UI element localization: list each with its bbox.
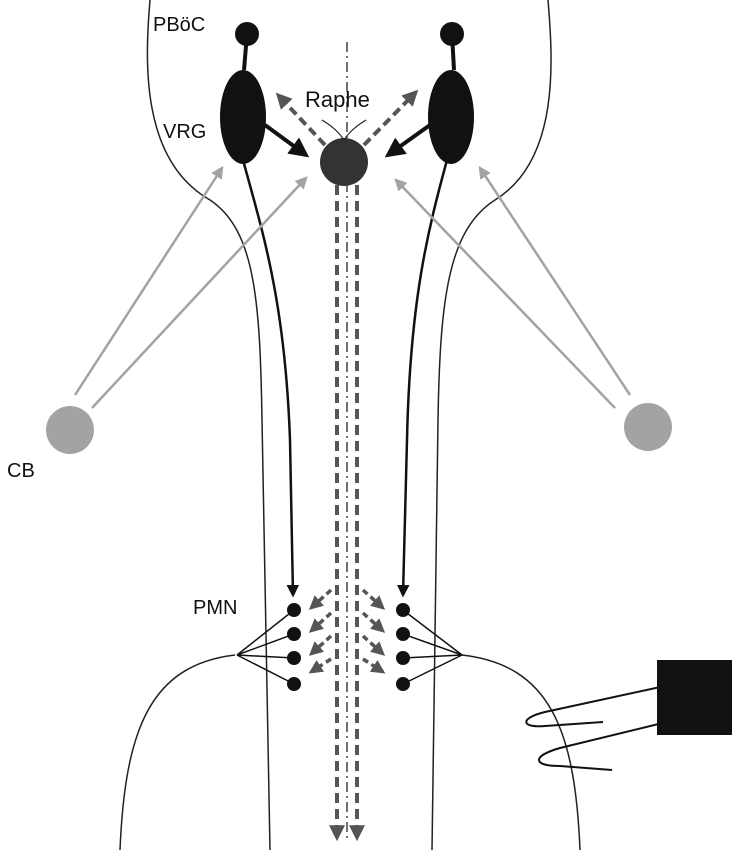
- label-pmn: PMN: [193, 597, 238, 619]
- pmn-right-pool: [396, 603, 463, 691]
- pmn-right-3: [396, 651, 410, 665]
- vrg-neuron-right: [428, 70, 474, 164]
- outline-left-gray-matter: [119, 654, 236, 850]
- raphe-to-vrg-right: [362, 89, 419, 147]
- axon-right: [397, 159, 449, 598]
- electrode-block: [657, 660, 732, 735]
- carotid-body-left: [46, 406, 94, 454]
- pmn-right-2: [396, 627, 410, 641]
- raphe-to-vrg-left: [275, 92, 327, 147]
- electrode-wire-lower: [538, 719, 676, 771]
- outline-right-gray-matter: [461, 654, 581, 850]
- pmn-left-pool: [236, 603, 301, 691]
- square-electrode-icon: [525, 660, 732, 771]
- label-vrg: VRG: [163, 121, 207, 143]
- pboc-group: [235, 22, 464, 71]
- pboc-neuron-right: [440, 22, 464, 46]
- cb-left-to-raphe: [91, 176, 308, 409]
- raphe-label-leaders: [321, 119, 367, 141]
- outline-right-outer: [431, 0, 552, 850]
- pmn-left-1: [287, 603, 301, 617]
- raphe-nucleus: [320, 138, 368, 186]
- pmn-left-2: [287, 627, 301, 641]
- vrg-to-raphe-arrows: [263, 123, 432, 158]
- pmn-left-4: [287, 677, 301, 691]
- carotid-afferents: [73, 165, 632, 409]
- pmn-left-3: [287, 651, 301, 665]
- raphe-to-vrg-arrows: [275, 89, 419, 147]
- pmn-right-4: [396, 677, 410, 691]
- outline-left-outer: [146, 0, 271, 850]
- vrg-left-to-raphe: [263, 123, 310, 158]
- label-pboc: PBöC: [153, 14, 206, 36]
- pmn-right-1: [396, 603, 410, 617]
- bulbospinal-axons: [241, 159, 449, 598]
- raphe-spinal-tracts: [329, 185, 365, 842]
- cord-outline: [119, 0, 581, 850]
- electrode-wire-upper: [525, 685, 666, 728]
- pboc-neuron-left: [235, 22, 259, 46]
- carotid-body-right: [624, 403, 672, 451]
- label-raphe: Raphe: [305, 87, 370, 112]
- vrg-neuron-left: [220, 70, 266, 164]
- raphe-to-pmn-arrows: [308, 588, 386, 674]
- vrg-right-to-raphe: [384, 123, 432, 158]
- cb-right-to-raphe: [394, 178, 616, 409]
- axon-left: [241, 159, 300, 598]
- cb-right-to-vrg: [478, 165, 632, 396]
- label-cb: CB: [7, 460, 35, 482]
- cb-left-to-vrg: [73, 165, 224, 396]
